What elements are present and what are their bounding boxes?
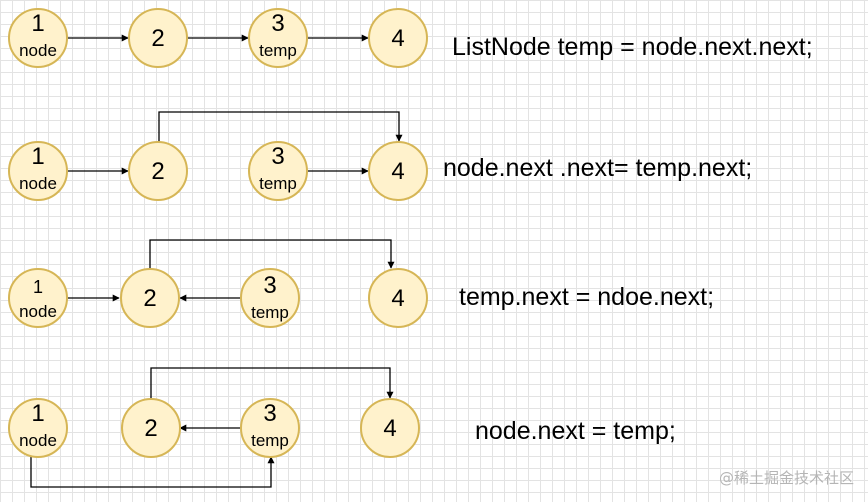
node-label: temp: [251, 303, 289, 322]
node-2: 2: [128, 141, 188, 201]
node-number: 3: [263, 272, 276, 299]
node-number: 1: [31, 10, 44, 37]
row-3: 1 node 2 3 temp 4: [8, 239, 428, 328]
row-1: 1 node 2 3 temp 4: [8, 8, 428, 68]
row-2: 1 node 2 3 temp 4: [8, 111, 428, 201]
edge-2-4-bypass: [150, 367, 394, 399]
code-line-2: node.next .next= temp.next;: [443, 154, 753, 182]
node-number: 2: [143, 285, 156, 312]
node-label: temp: [259, 41, 297, 60]
node-3: 3 temp: [240, 398, 300, 458]
node-number: 1: [31, 143, 44, 170]
node-number: 2: [144, 415, 157, 442]
code-line-4: node.next = temp;: [475, 417, 676, 445]
node-number: 2: [151, 158, 164, 185]
node-1: 1 node: [8, 8, 68, 68]
node-number: 4: [391, 158, 404, 185]
node-number: 3: [271, 10, 284, 37]
node-label: temp: [251, 431, 289, 450]
node-number: 4: [391, 25, 404, 52]
watermark: @稀土掘金技术社区: [718, 469, 854, 487]
node-2: 2: [120, 268, 180, 328]
edge-1-3-bypass: [30, 456, 275, 488]
code-line-3: temp.next = ndoe.next;: [459, 283, 715, 311]
node-number: 1: [33, 277, 43, 297]
row-4: 1 node 2 3 temp 4: [8, 367, 420, 488]
node-3: 3 temp: [240, 268, 300, 328]
node-3: 3 temp: [248, 8, 308, 68]
edge-2-4-bypass: [158, 111, 403, 142]
node-1: 1 node: [8, 268, 68, 328]
node-3: 3 temp: [248, 141, 308, 201]
node-number: 2: [151, 25, 164, 52]
node-4: 4: [368, 141, 428, 201]
node-4: 4: [368, 8, 428, 68]
node-number: 3: [271, 143, 284, 170]
node-4: 4: [368, 268, 428, 328]
node-label: node: [19, 41, 57, 60]
node-label: node: [19, 174, 57, 193]
node-number: 3: [263, 400, 276, 427]
node-1: 1 node: [8, 398, 68, 458]
node-2: 2: [121, 398, 181, 458]
node-number: 1: [31, 400, 44, 427]
edge-2-4-bypass: [149, 239, 395, 269]
node-label: node: [19, 302, 57, 321]
node-number: 4: [383, 415, 396, 442]
node-2: 2: [128, 8, 188, 68]
node-number: 4: [391, 285, 404, 312]
node-label: temp: [259, 174, 297, 193]
node-1: 1 node: [8, 141, 68, 201]
node-label: node: [19, 431, 57, 450]
code-line-1: ListNode temp = node.next.next;: [452, 33, 813, 61]
node-4: 4: [360, 398, 420, 458]
